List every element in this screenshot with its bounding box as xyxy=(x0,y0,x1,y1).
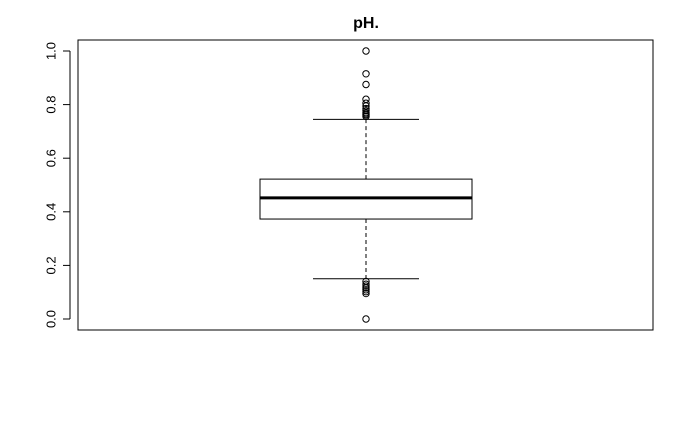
boxplot xyxy=(259,47,473,323)
chart-title: pH. xyxy=(353,15,379,32)
y-tick-label: 0.6 xyxy=(44,149,59,167)
y-tick-label: 0.8 xyxy=(44,96,59,114)
outlier-point xyxy=(362,104,370,113)
outlier-point xyxy=(362,70,370,78)
outlier-point xyxy=(362,47,370,55)
outlier-point xyxy=(362,289,370,298)
outlier-point xyxy=(362,280,370,288)
outlier-point xyxy=(362,282,370,290)
y-tick-label: 0.2 xyxy=(44,256,59,274)
outlier-point xyxy=(362,286,370,294)
outlier-point xyxy=(362,95,370,103)
outlier-point xyxy=(362,80,370,89)
outlier-point xyxy=(362,99,370,107)
outlier-point xyxy=(362,287,370,296)
outlier-point xyxy=(362,107,370,115)
y-axis: 0.0 0.2 0.4 0.6 0.8 1.0 xyxy=(44,42,71,328)
y-tick-label: 1.0 xyxy=(44,42,59,60)
outlier-point xyxy=(362,315,370,323)
y-tick-label: 0.4 xyxy=(44,203,59,221)
y-tick-label: 0.0 xyxy=(44,310,59,328)
plot-frame xyxy=(77,39,654,331)
outlier-point xyxy=(362,277,370,286)
